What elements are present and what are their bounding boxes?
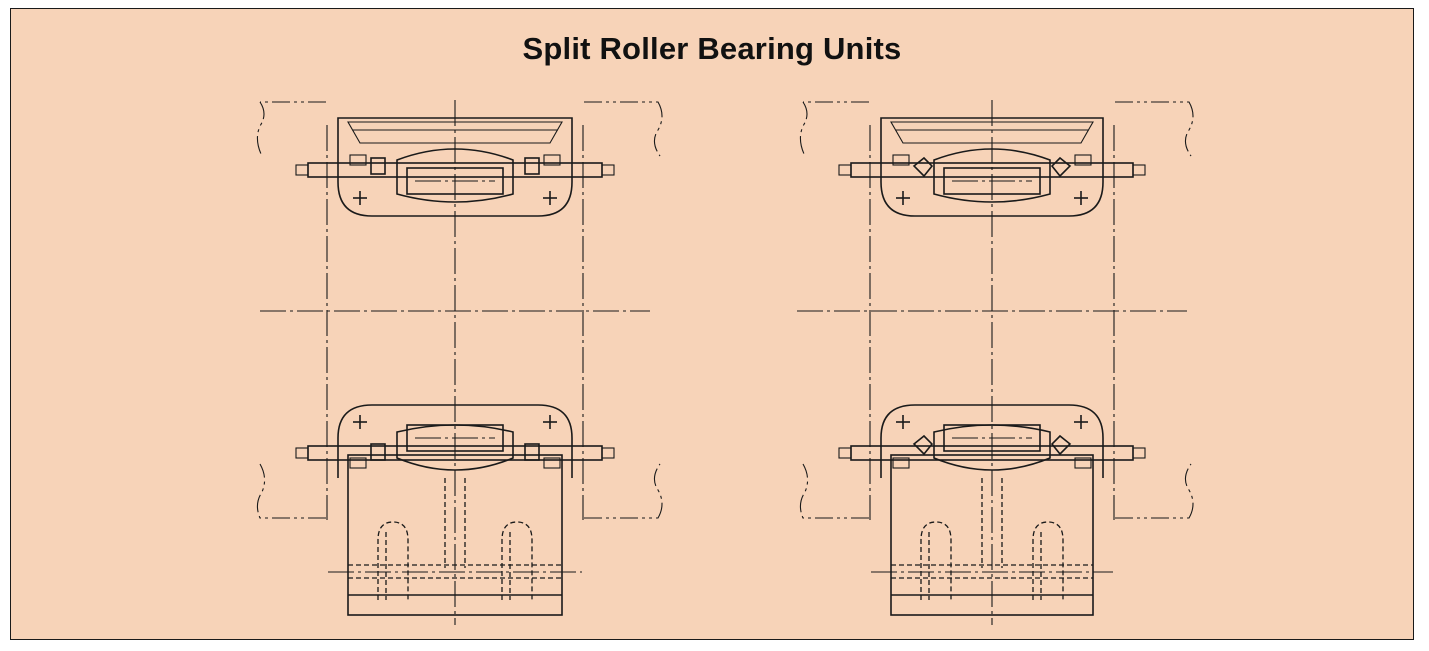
bottom-labyrinth-left (370, 443, 386, 461)
diagram-title: Split Roller Bearing Units (522, 31, 902, 66)
bottom-shaft-end-left (295, 447, 309, 459)
phantom-part-top-left (256, 101, 326, 157)
top-labyrinth-left (370, 157, 386, 175)
bottom-roller (406, 424, 504, 452)
bottom-housing-cap (880, 404, 1104, 478)
top-outer-race (396, 148, 514, 203)
top-shaft-end-left (295, 164, 309, 176)
bottom-housing-body (890, 454, 1094, 616)
bottom-labyrinth-right (524, 443, 540, 461)
bottom-shaft-end-left (838, 447, 852, 459)
phantom-part-bottom-right (1115, 463, 1194, 519)
top-seal-carrier-left (349, 154, 367, 166)
hidden-bolt-hole-left (920, 521, 952, 600)
top-housing (337, 117, 573, 217)
phantom-part-bottom-left (799, 463, 869, 519)
bottom-seal-carrier-left (349, 457, 367, 469)
hidden-bolt-hole-right (1032, 521, 1064, 600)
bearing-unit-left (256, 100, 663, 625)
top-lip-seal-left (912, 156, 934, 178)
top-shaft-end-right (601, 164, 615, 176)
bottom-lip-seal-left (912, 434, 934, 456)
top-labyrinth-right (524, 157, 540, 175)
bottom-seal-carrier-left (892, 457, 910, 469)
phantom-part-top-right (584, 101, 663, 157)
top-roller (943, 167, 1041, 195)
bottom-roller (943, 424, 1041, 452)
top-shaft-end-left (838, 164, 852, 176)
top-seal-carrier-right (1074, 154, 1092, 166)
top-lip-seal-right (1050, 156, 1072, 178)
top-housing (880, 117, 1104, 217)
top-seal-carrier-right (543, 154, 561, 166)
top-roller (406, 167, 504, 195)
bottom-housing-body (347, 454, 563, 616)
bottom-shaft-end-right (1132, 447, 1146, 459)
bottom-seal-carrier-right (543, 457, 561, 469)
top-housing-recess (890, 121, 1094, 144)
diagram-panel: Split Roller Bearing Units (10, 8, 1414, 640)
hidden-bolt-hole-right (501, 521, 533, 600)
bottom-seal-carrier-right (1074, 457, 1092, 469)
top-housing-recess (347, 121, 563, 144)
hidden-bolt-hole-left (377, 521, 409, 600)
bottom-shaft-end-right (601, 447, 615, 459)
phantom-part-top-left (799, 101, 869, 157)
phantom-part-bottom-left (256, 463, 326, 519)
bearing-unit-right (797, 100, 1194, 625)
top-seal-carrier-left (892, 154, 910, 166)
bottom-lip-seal-right (1050, 434, 1072, 456)
top-outer-race (933, 148, 1051, 203)
top-shaft-end-right (1132, 164, 1146, 176)
phantom-part-bottom-right (584, 463, 663, 519)
bottom-housing-cap (337, 404, 573, 478)
phantom-part-top-right (1115, 101, 1194, 157)
